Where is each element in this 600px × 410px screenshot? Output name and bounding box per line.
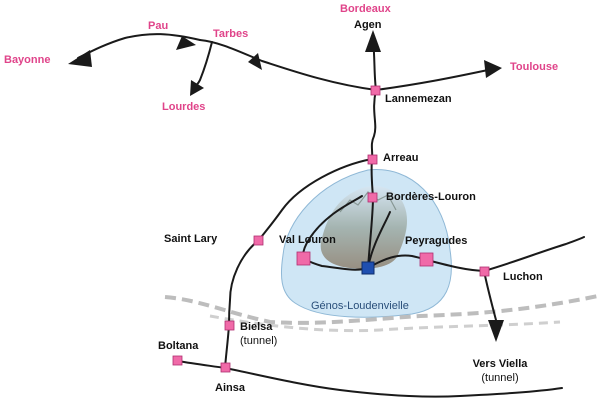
- label-lannemezan: Lannemezan: [385, 93, 452, 105]
- node-peyragudes: [419, 252, 434, 267]
- node-arreau: [367, 154, 378, 165]
- road-tarbes-bayonne: [77, 33, 201, 59]
- node-genos-loudenvielle: [361, 261, 375, 275]
- arrow-pau-in: [176, 36, 196, 50]
- arrow-toulouse: [484, 60, 502, 78]
- label-toulouse: Toulouse: [510, 61, 559, 73]
- label-genos-loudenvielle: Génos-Loudenvielle: [311, 300, 409, 312]
- label-bielsa: Bielsa: [240, 321, 273, 333]
- arrow-lourdes: [190, 80, 204, 96]
- label-tarbes: Tarbes: [213, 28, 249, 40]
- road-luchon-east: [483, 236, 585, 272]
- label-luchon: Luchon: [503, 271, 543, 283]
- label-agen: Agen: [354, 19, 382, 31]
- node-lannemezan: [370, 85, 381, 96]
- label-vers-viella-tunnel: (tunnel): [481, 372, 519, 384]
- mountain-ridge: [339, 191, 397, 213]
- road-lannemezan-toulouse: [375, 69, 489, 91]
- node-bielsa: [224, 320, 235, 331]
- road-lannemezan-tarbes: [199, 39, 377, 91]
- label-val-louron: Val Louron: [279, 234, 336, 246]
- label-saint-lary: Saint Lary: [164, 233, 218, 245]
- road-arreau-saintlary: [258, 158, 373, 241]
- road-tarbes-lourdes: [192, 41, 213, 89]
- node-saint-lary: [253, 235, 264, 246]
- label-boltana: Boltana: [158, 340, 199, 352]
- label-peyragudes: Peyragudes: [405, 235, 468, 247]
- label-borderes-louron: Bordères-Louron: [386, 191, 476, 203]
- label-pau: Pau: [148, 20, 169, 32]
- label-bayonne: Bayonne: [4, 54, 51, 66]
- label-ainsa: Ainsa: [215, 382, 245, 394]
- arrow-viella: [488, 320, 504, 342]
- border-line-upper: [164, 294, 599, 325]
- node-boltana: [172, 355, 183, 366]
- node-val-louron: [296, 251, 311, 266]
- node-ainsa: [220, 362, 231, 373]
- label-vers-viella: Vers Viella: [472, 358, 528, 370]
- road-saintlary-bielsa: [228, 239, 260, 326]
- label-bordeaux: Bordeaux: [340, 3, 391, 15]
- arrow-bayonne: [68, 50, 92, 67]
- border-line-lower: [209, 314, 561, 333]
- label-arreau: Arreau: [383, 152, 419, 164]
- arrow-tarbes-in: [248, 53, 262, 70]
- road-lannemezan-arreau: [370, 89, 377, 160]
- label-bielsa-tunnel: (tunnel): [240, 335, 278, 347]
- road-boltana-ainsa: [177, 360, 226, 369]
- label-lourdes: Lourdes: [162, 101, 206, 113]
- road-ainsa-east: [224, 367, 563, 398]
- node-borderes: [367, 192, 378, 203]
- road-vallouron-loop: [302, 195, 363, 260]
- road-arreau-borderes: [370, 158, 374, 198]
- road-bielsa-ainsa: [224, 324, 230, 369]
- node-luchon: [479, 266, 490, 277]
- arrow-agen: [365, 30, 381, 52]
